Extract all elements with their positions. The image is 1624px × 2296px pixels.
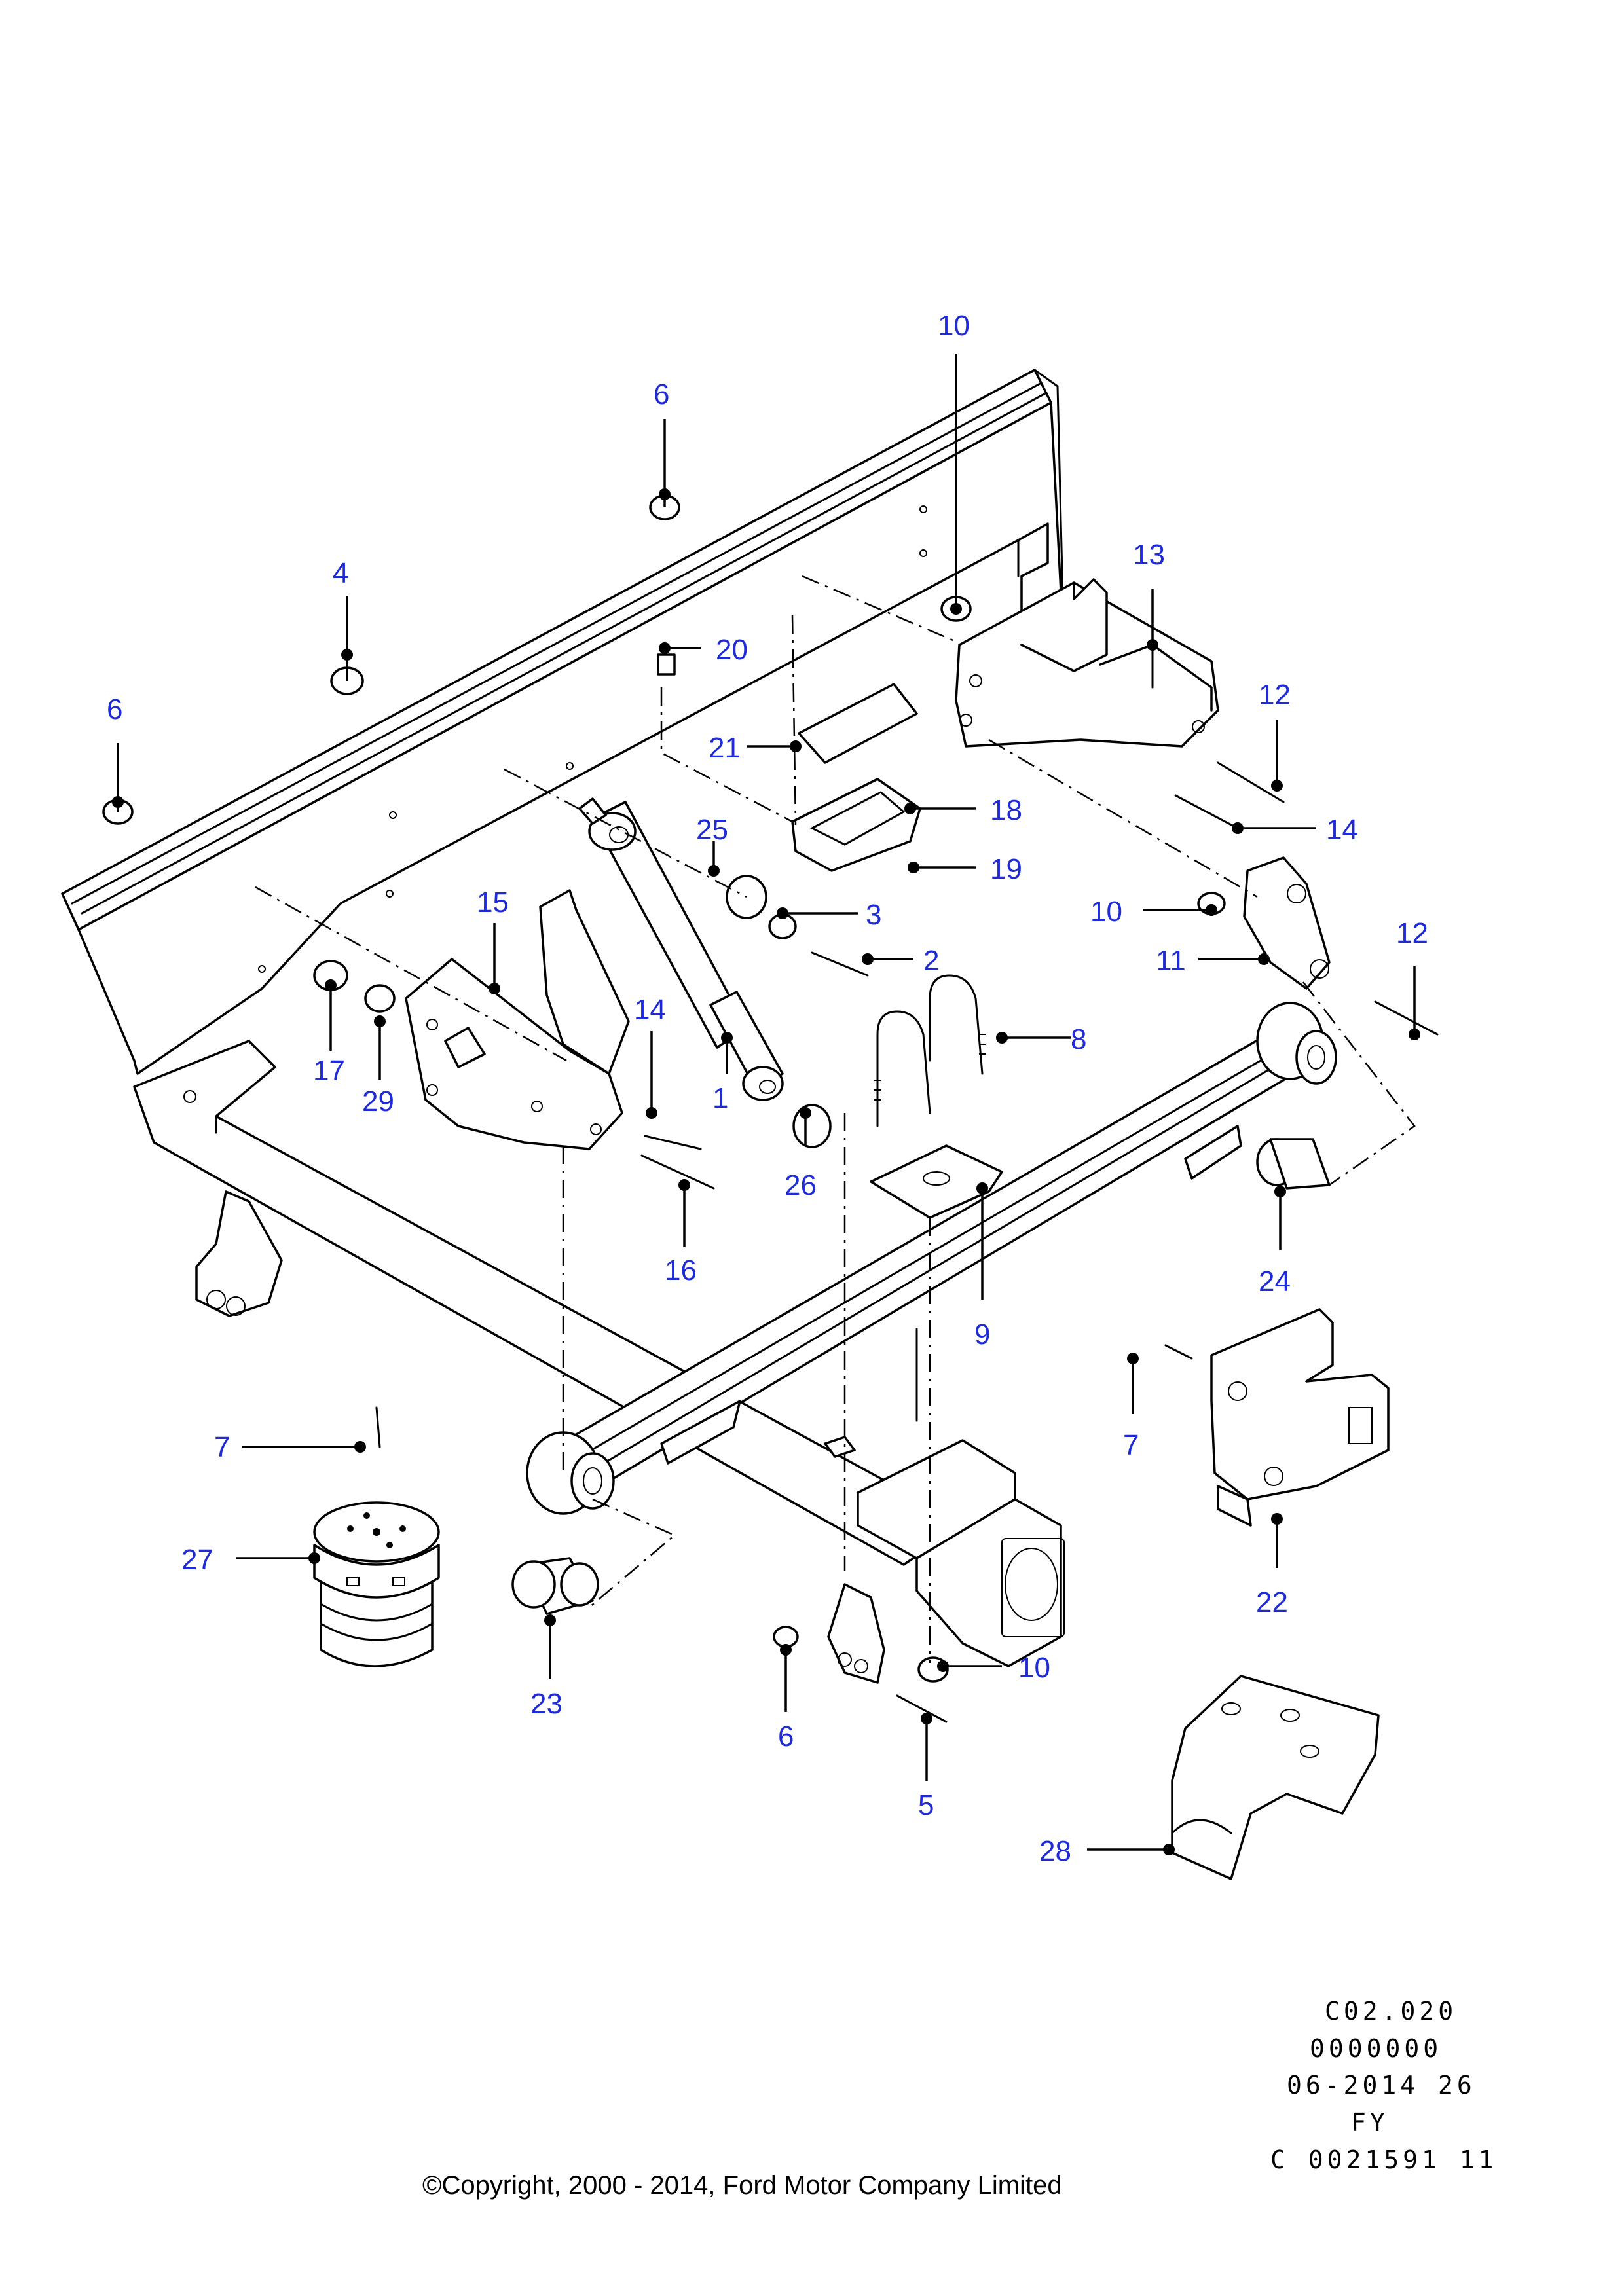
bump-stop-cylinder — [313, 1501, 440, 1667]
callout-label[interactable]: 16 — [665, 1254, 697, 1286]
callout-label[interactable]: 25 — [696, 814, 728, 846]
callout-label[interactable]: 10 — [1018, 1652, 1050, 1684]
callout-label[interactable]: 6 — [654, 378, 669, 410]
spring-shackle — [1243, 856, 1331, 990]
callout-label[interactable]: 5 — [918, 1789, 934, 1821]
reference-code-line: 0000000 — [1310, 2034, 1443, 2063]
callout-label[interactable]: 4 — [333, 557, 348, 589]
callout-label[interactable]: 13 — [1133, 539, 1165, 571]
callout-label[interactable]: 21 — [709, 732, 741, 764]
front-spring-hanger — [405, 889, 630, 1150]
callout-label[interactable]: 9 — [974, 1319, 990, 1351]
construction-lines — [255, 575, 1416, 1663]
callout-label[interactable]: 2 — [923, 945, 939, 977]
reference-code-line: 06-2014 26 — [1287, 2071, 1476, 2100]
rear-spring-hanger — [955, 578, 1219, 748]
callout-label[interactable]: 7 — [1123, 1429, 1139, 1461]
reference-code-line: C02.020 — [1325, 1997, 1458, 2026]
callout-label[interactable]: 18 — [990, 794, 1022, 826]
callout-label[interactable]: 14 — [1326, 814, 1358, 846]
callout-label[interactable]: 27 — [181, 1544, 213, 1576]
spring-plate — [870, 1144, 1003, 1219]
callout-label[interactable]: 6 — [778, 1721, 794, 1753]
callout-label[interactable]: 8 — [1071, 1023, 1086, 1055]
callout-label[interactable]: 29 — [362, 1085, 394, 1118]
callout-label[interactable]: 3 — [866, 899, 881, 931]
callout-label[interactable]: 1 — [712, 1082, 728, 1114]
reference-code-line: FY — [1351, 2108, 1389, 2137]
axle-housing — [824, 1436, 1065, 1684]
callout-label[interactable]: 6 — [107, 693, 122, 725]
u-bolts — [874, 974, 986, 1127]
callout-label[interactable]: 12 — [1396, 917, 1428, 949]
callout-label[interactable]: 10 — [938, 310, 970, 342]
callout-label[interactable]: 7 — [214, 1431, 230, 1463]
callout-label[interactable]: 12 — [1259, 679, 1291, 711]
spring-pad — [1171, 1675, 1380, 1880]
callout-label[interactable]: 23 — [530, 1688, 563, 1720]
callout-label[interactable]: 17 — [313, 1055, 345, 1087]
frame-lower — [133, 1040, 944, 1566]
callout-label[interactable]: 26 — [784, 1169, 817, 1201]
callout-label[interactable]: 10 — [1090, 896, 1122, 928]
callout-label[interactable]: 15 — [477, 886, 509, 919]
callout-label[interactable]: 19 — [990, 853, 1022, 885]
callout-labels: 10 6 4 6 13 20 21 12 18 25 19 14 3 10 12… — [107, 310, 1428, 1867]
leader-lines — [112, 354, 1420, 1855]
callout-label[interactable]: 11 — [1156, 945, 1186, 977]
shock-absorber — [578, 797, 784, 1101]
bump-stop-plate — [791, 683, 921, 872]
callout-label[interactable]: 22 — [1256, 1586, 1288, 1618]
callout-label[interactable]: 20 — [716, 634, 748, 666]
copyright-notice: ©Copyright, 2000 - 2014, Ford Motor Comp… — [422, 2171, 1062, 2200]
callout-label[interactable]: 14 — [634, 994, 666, 1026]
callout-label[interactable]: 24 — [1259, 1266, 1291, 1298]
callout-label[interactable]: 28 — [1039, 1835, 1071, 1867]
reference-code-line: C 0021591 11 — [1270, 2145, 1498, 2174]
mounting-bracket — [1210, 1308, 1390, 1527]
